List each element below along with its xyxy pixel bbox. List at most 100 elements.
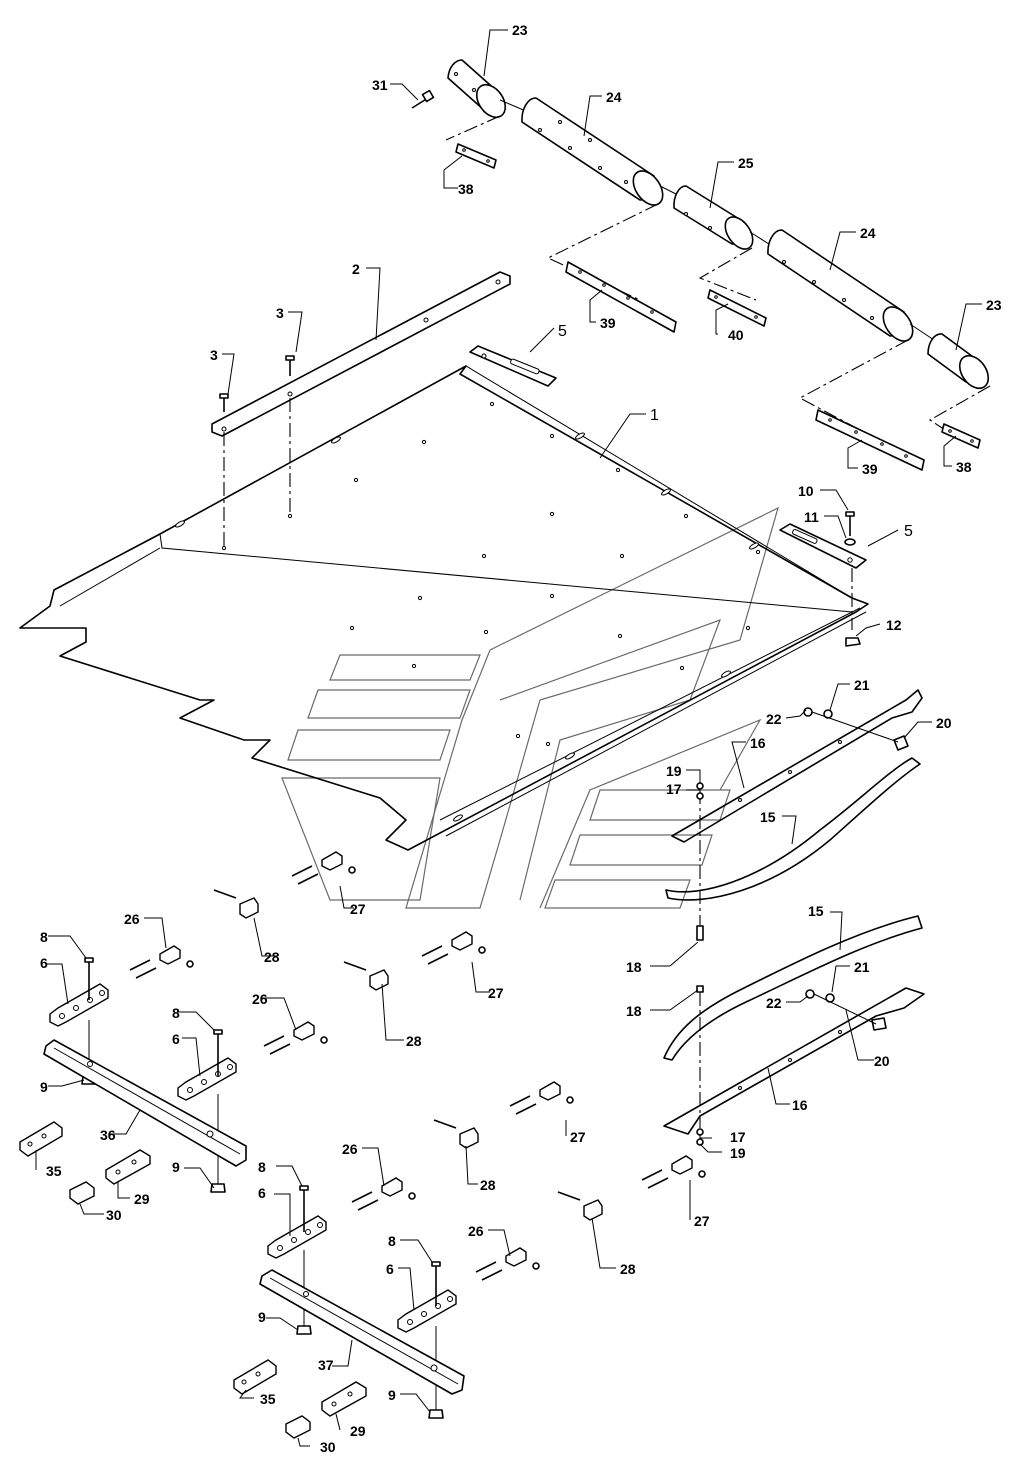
callout-35: 35 [260,1391,276,1407]
bracket-27-d [641,1155,706,1189]
strip-38-right [941,423,981,449]
callout-19: 19 [730,1145,746,1161]
callout-8: 8 [258,1159,266,1175]
floor-panel-1 [19,365,869,851]
rail-16-upper [671,689,923,843]
callout-26: 26 [124,911,140,927]
chain-29-a [105,1149,151,1185]
callout-26: 26 [342,1141,358,1157]
callout-17: 17 [730,1129,746,1145]
crossbar-37 [259,1269,465,1395]
callout-27: 27 [350,901,366,917]
callout-6: 6 [258,1185,266,1201]
crossbar-36 [43,1039,247,1167]
callout-9: 9 [40,1079,48,1095]
bracket-27-b [421,931,486,965]
strip-plate-2 [211,271,511,437]
callout-1: 1 [650,407,659,424]
callout-5: 5 [904,523,913,540]
callout-39: 39 [862,461,878,477]
rail-16-lower [663,987,925,1135]
link-28-c [433,1119,479,1149]
bolt-8-nut-9-d [428,1261,444,1419]
chain-6-b [177,1057,237,1101]
bolt-3-b [285,355,295,514]
callout-20: 20 [936,715,952,731]
callout-31: 31 [372,77,388,93]
callout-16: 16 [750,735,766,751]
callout-28: 28 [620,1261,636,1277]
roller-25 [673,185,754,250]
rail-15-upper [665,757,921,901]
callout-9: 9 [258,1309,266,1325]
callout-11: 11 [804,509,819,525]
bracket-5-right [779,523,867,569]
bracket-5-top [469,345,557,387]
strip-38-left [455,143,497,169]
bracket-26-b [263,1021,328,1055]
callout-37: 37 [318,1357,334,1373]
chain-35-a [19,1121,63,1157]
callout-24: 24 [606,89,622,105]
callout-28: 28 [406,1033,422,1049]
chain-35-b [233,1359,277,1395]
dash-line [698,247,757,301]
bolt-10 [845,511,855,536]
bolt-3-a [219,393,229,550]
chain-30-b [285,1415,311,1439]
callout-21: 21 [854,959,870,975]
callout-3: 3 [276,305,284,321]
callout-19: 19 [666,763,682,779]
chain-30-a [69,1181,95,1205]
callout-17: 17 [666,781,682,797]
callout-6: 6 [172,1031,180,1047]
strip-39-right [815,409,925,471]
callout-30: 30 [320,1439,336,1455]
callout-38: 38 [956,459,972,475]
callout-29: 29 [350,1423,366,1439]
strip-39-left [565,261,677,333]
roller-24-right [767,229,914,342]
callout-28: 28 [264,949,280,965]
callout-6: 6 [40,955,48,971]
callout-35: 35 [46,1163,62,1179]
bolt-assembly-lower [696,985,704,1146]
callout-30: 30 [106,1207,122,1223]
dash-line [445,115,501,141]
callout-24: 24 [860,225,876,241]
watermark-logo [281,506,779,909]
callout-8: 8 [388,1233,396,1249]
rail-15-lower [663,915,923,1061]
chain-6-a [49,983,109,1027]
callout-10: 10 [798,483,814,499]
link-28-a [213,889,259,919]
callout-18: 18 [626,959,642,975]
callout-26: 26 [468,1223,484,1239]
callout-38: 38 [458,181,474,197]
bracket-27-c [509,1081,574,1115]
link-28-b [343,961,389,991]
callout-27: 27 [570,1129,586,1145]
bracket-26-d [475,1247,540,1281]
leader-lines [35,29,982,1447]
strip-40 [707,289,767,327]
callout-40: 40 [728,327,744,343]
callout-22: 22 [766,711,782,727]
bolt-8-nut-9-b [210,1029,226,1193]
roller-shaft [909,323,935,341]
callout-6: 6 [386,1261,394,1277]
nut-12 [845,568,861,647]
roller-24-left [521,97,664,206]
callout-18: 18 [626,1003,642,1019]
chain-6-d [397,1289,457,1333]
callout-labels: 23 31 24 38 25 24 23 39 40 39 38 2 3 3 5… [40,22,1002,1455]
callout-12: 12 [886,617,902,633]
callout-2: 2 [352,261,360,277]
callout-27: 27 [488,985,504,1001]
link-28-d [557,1191,603,1221]
washer-11 [844,538,856,546]
callout-23: 23 [986,297,1002,313]
callout-9: 9 [388,1387,396,1403]
